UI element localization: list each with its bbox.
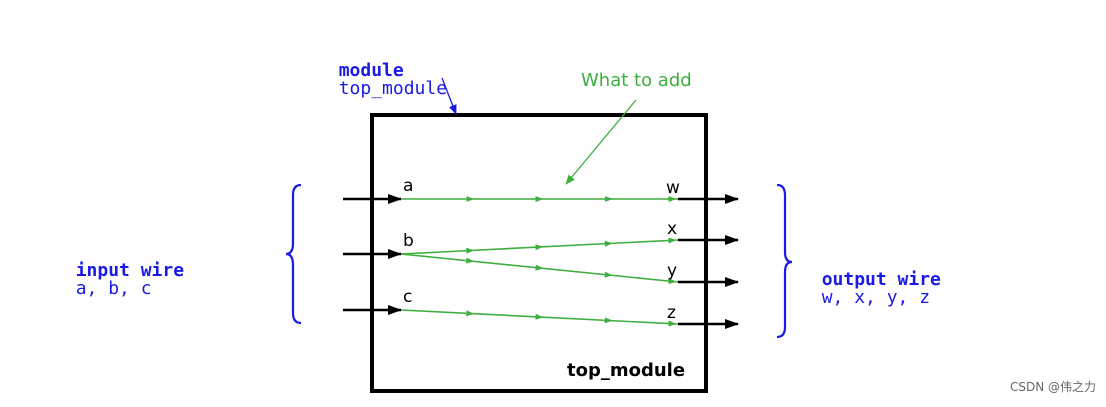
output-brace (776, 183, 793, 339)
input-brace (285, 183, 302, 325)
port-label-y: y (667, 261, 678, 281)
port-label-b: b (403, 231, 414, 251)
input-keyword: input wire (75, 260, 185, 281)
module-declaration-label: module top_module (317, 44, 447, 98)
module-name: top_module (338, 78, 448, 99)
input-names: a, b, c (75, 278, 152, 299)
annotation-text: What to add (581, 70, 692, 91)
annotation-pointer-arrow (565, 99, 637, 185)
output-names: w, x, y, z (821, 287, 931, 308)
port-label-w: w (666, 178, 680, 198)
input-wire-label: input wire a, b, c (54, 244, 184, 298)
box-title: top_module (567, 360, 686, 381)
module-pointer-arrow (441, 77, 457, 115)
port-label-z: z (667, 303, 676, 323)
port-label-x: x (667, 219, 678, 239)
watermark-text: CSDN @伟之力 (1009, 380, 1096, 394)
output-keyword: output wire (821, 269, 941, 290)
port-label-a: a (403, 176, 414, 196)
module-keyword: module (338, 60, 404, 81)
port-label-c: c (403, 287, 413, 307)
output-wire-label: output wire w, x, y, z (800, 253, 941, 307)
